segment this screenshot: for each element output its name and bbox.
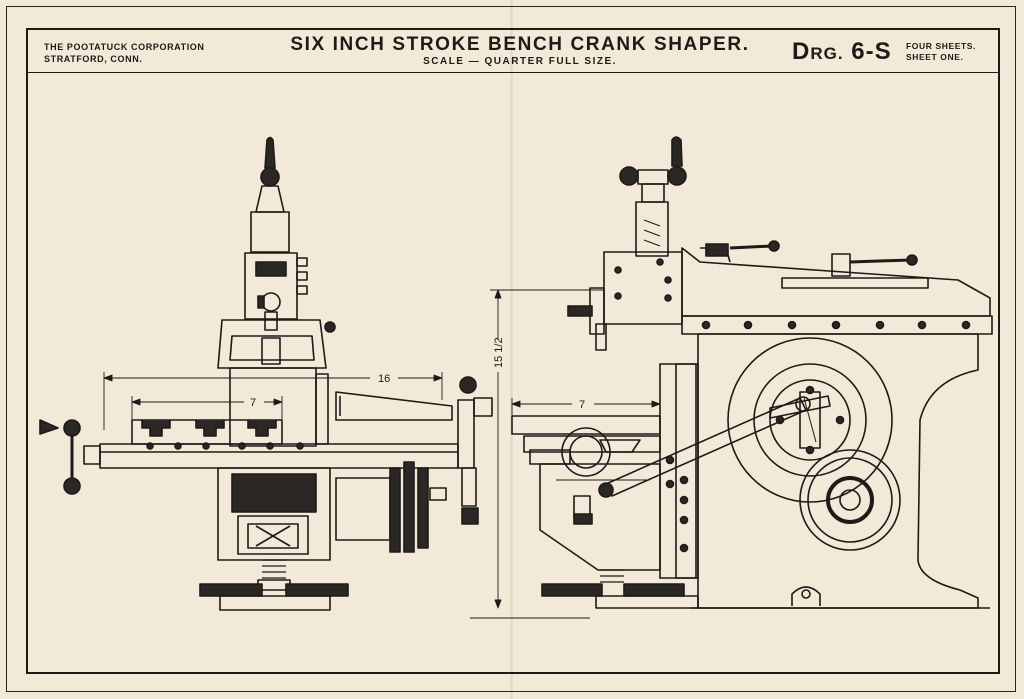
- side-foot-left: [541, 583, 603, 597]
- paper-fold: [510, 0, 513, 699]
- side-foot-right: [623, 583, 685, 597]
- side-dimensions: [470, 289, 661, 619]
- right-crank-knob-icon: [459, 376, 477, 394]
- side-slide: [635, 201, 669, 257]
- bull-gear: [727, 337, 893, 503]
- side-table-dim: 7: [579, 399, 585, 411]
- cone-pulley: [389, 461, 429, 553]
- front-foot-right: [285, 583, 349, 597]
- side-height-dim: 15 1/2: [493, 337, 505, 368]
- front-table-dim: 7: [250, 397, 256, 409]
- drawing-scale: SCALE — QUARTER FULL SIZE.: [423, 56, 617, 67]
- left-handwheel-knob-icon: [63, 419, 81, 437]
- side-top-handle-icon: [671, 136, 683, 167]
- right-crank-grip-icon: [461, 507, 479, 525]
- sheet-current: SHEET ONE.: [906, 52, 964, 62]
- left-handwheel-knob2-icon: [63, 477, 81, 495]
- side-main-frame: [697, 333, 979, 609]
- front-tool-head: [255, 185, 285, 213]
- outer-border: [6, 6, 1016, 692]
- corp-location: STRATFORD, CONN.: [44, 54, 143, 64]
- sheet-count: FOUR SHEETS. SHEET ONE.: [906, 41, 976, 63]
- front-dimensions: [103, 372, 443, 430]
- drive-pulley: [799, 449, 901, 551]
- front-view: [39, 136, 493, 611]
- sheets-total: FOUR SHEETS.: [906, 41, 977, 51]
- drg-small: RG.: [810, 44, 844, 63]
- title-band: [28, 30, 998, 73]
- front-foot-left: [199, 583, 263, 597]
- front-top-handle-icon: [264, 136, 276, 169]
- side-top-knob-left-icon: [619, 166, 639, 186]
- drawing-number: DRG. 6-S: [792, 38, 892, 66]
- corporation-label: THE POOTATUCK CORPORATION STRATFORD, CON…: [44, 41, 205, 65]
- drg-number: 6-S: [843, 38, 892, 65]
- corp-name: THE POOTATUCK CORPORATION: [44, 42, 205, 52]
- front-table: [131, 419, 283, 445]
- side-table: [511, 415, 661, 435]
- side-view: [511, 136, 993, 609]
- front-top-knob-icon: [260, 167, 280, 187]
- side-top-knob-right-icon: [667, 166, 687, 186]
- front-head-base: [250, 211, 290, 253]
- drg-prefix: D: [792, 38, 811, 65]
- front-ram-head: [217, 319, 327, 369]
- front-width-dim: 16: [378, 373, 390, 385]
- side-column: [659, 363, 699, 579]
- inner-border: [26, 28, 1000, 674]
- front-column: [229, 367, 317, 447]
- side-clapper: [603, 251, 683, 325]
- drawing-title: SIX INCH STROKE BENCH CRANK SHAPER.: [290, 34, 750, 55]
- side-ram-clamp: [831, 253, 851, 277]
